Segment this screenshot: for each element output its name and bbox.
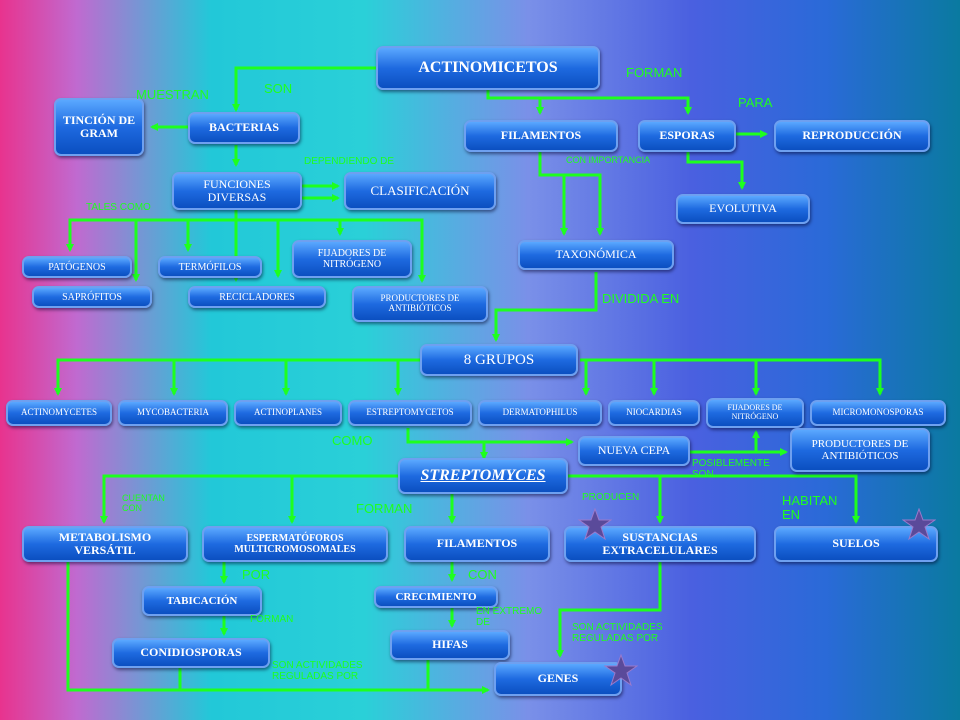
label-con-importancia: CON IMPORTANCIA [566, 155, 651, 165]
node-recicladores: RECICLADORES [188, 286, 326, 308]
label-dependiendo-de: DEPENDIENDO DE [304, 156, 395, 167]
node-filamentos-bottom: FILAMENTOS [404, 526, 550, 562]
node-estreptomycetos: ESTREPTOMYCETOS [348, 400, 472, 426]
node-mycobacteria: MYCOBACTERIA [118, 400, 228, 426]
node-8-grupos: 8 GRUPOS [420, 344, 578, 376]
label-producen: PRODUCEN [582, 492, 640, 503]
label-son: SON [264, 81, 293, 96]
node-fijadores-top: FIJADORES DE NITRÓGENO [292, 240, 412, 278]
node-funciones-diversas: FUNCIONES DIVERSAS [172, 172, 302, 210]
label-como: COMO [332, 433, 373, 448]
node-suelos: SUELOS [774, 526, 938, 562]
node-streptomyces: STREPTOMYCES [398, 458, 568, 494]
node-patogenos: PATÓGENOS [22, 256, 132, 278]
node-termofilos: TERMÓFILOS [158, 256, 262, 278]
node-esporas: ESPORAS [638, 120, 736, 152]
label-forman-top: FORMAN [626, 65, 683, 80]
label-dividida-en: DIVIDIDA EN [602, 291, 680, 306]
node-nueva-cepa: NUEVA CEPA [578, 436, 690, 466]
label-muestran: MUESTRAN [136, 87, 209, 102]
star-icon [578, 508, 612, 541]
node-micromonosporas: MICROMONOSPORAS [810, 400, 946, 426]
node-genes: GENES [494, 662, 622, 696]
node-bacterias: BACTERIAS [188, 112, 300, 144]
label-son-actividades-right: SON ACTIVIDADES REGULADAS POR [572, 622, 663, 644]
node-saprofitos: SAPRÓFITOS [32, 286, 152, 308]
node-crecimiento: CRECIMIENTO [374, 586, 498, 608]
node-espermatoforos: ESPERMATÓFOROS MULTICROMOSOMALES [202, 526, 388, 562]
star-icon [902, 508, 936, 541]
label-cuentan-con: CUENTAN CON [122, 493, 165, 513]
label-tales-como: TALES COMO [86, 202, 151, 213]
label-posiblemente-son: POSIBLEMENTE SON [692, 458, 770, 480]
node-dermatophilus: DERMATOPHILUS [478, 400, 602, 426]
star-icon [604, 654, 638, 687]
label-con: CON [468, 567, 497, 582]
node-hifas: HIFAS [390, 630, 510, 660]
node-niocardias: NIOCARDIAS [608, 400, 700, 426]
label-para: PARA [738, 95, 773, 110]
node-taxonomica: TAXONÓMICA [518, 240, 674, 270]
node-filamentos-top: FILAMENTOS [464, 120, 618, 152]
node-tincion-de-gram: TINCIÓN DE GRAM [54, 98, 144, 156]
label-forman-mid: FORMAN [356, 501, 413, 516]
node-actinomicetos: ACTINOMICETOS [376, 46, 600, 90]
label-en-extremo-de: EN EXTREMO DE [476, 606, 543, 628]
label-habitan-en: HABITAN EN [782, 493, 838, 523]
node-productores-mid: PRODUCTORES DE ANTIBIÓTICOS [790, 428, 930, 472]
node-productores-top: PRODUCTORES DE ANTIBIÓTICOS [352, 286, 488, 322]
node-conidiosporas: CONIDIOSPORAS [112, 638, 270, 668]
label-forman-low: FORMAN [250, 614, 294, 625]
node-clasificacion: CLASIFICACIÓN [344, 172, 496, 210]
label-por: POR [242, 567, 271, 582]
node-metabolismo-versatil: METABOLISMO VERSÁTIL [22, 526, 188, 562]
label-son-actividades-left: SON ACTIVIDADES REGULADAS POR [272, 660, 363, 682]
node-actinoplanes: ACTINOPLANES [234, 400, 342, 426]
node-reproduccion: REPRODUCCIÓN [774, 120, 930, 152]
node-fijadores-mid: FIJADORES DE NITRÓGENO [706, 398, 804, 428]
node-evolutiva: EVOLUTIVA [676, 194, 810, 224]
node-tabicacion: TABICACIÓN [142, 586, 262, 616]
node-actinomycetes: ACTINOMYCETES [6, 400, 112, 426]
